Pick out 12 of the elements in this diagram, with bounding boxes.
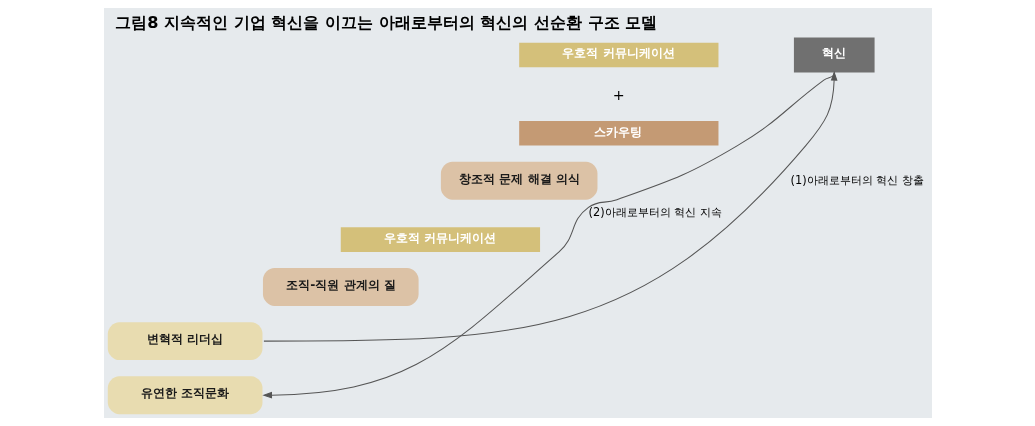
node-box: 창조적 문제 해결 의식 [440, 161, 597, 200]
label: + [612, 87, 625, 104]
diagram-title: 그림8 지속적인 기업 혁신을 이끄는 아래로부터의 혁신의 선순환 구조 모델 [114, 12, 657, 32]
node-box: 변혁적 리더십 [107, 322, 262, 361]
node-box: 우호적 커뮤니케이션 [340, 227, 540, 252]
node-box: 우호적 커뮤니케이션 [518, 42, 718, 68]
node-box: 유연한 조직문화 [107, 376, 262, 415]
node-box: 스카우팅 [518, 120, 718, 146]
node-box: 조직-직원 관계의 질 [262, 268, 419, 306]
edge-label: (2)아래로부터의 혁신 지속 [587, 205, 722, 220]
node-box: 혁신 [793, 37, 875, 73]
edge-label: (1)아래로부터의 혁신 창출 [790, 172, 924, 187]
